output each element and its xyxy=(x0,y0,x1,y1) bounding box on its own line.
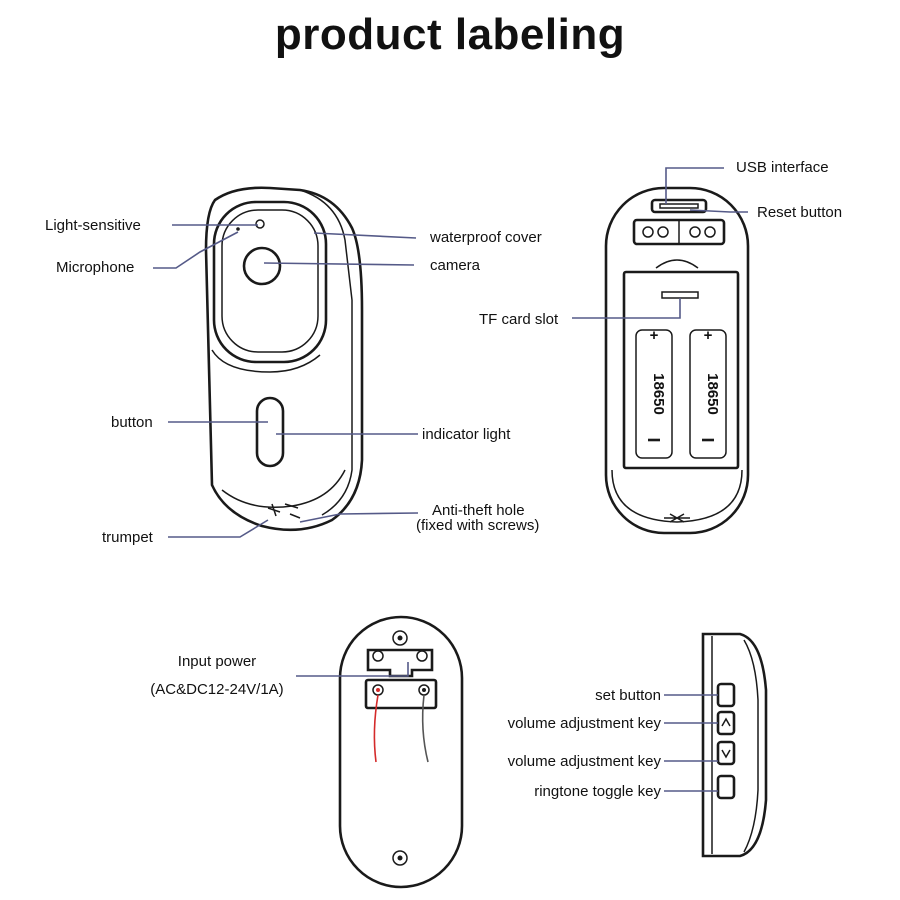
volume-up-arrow-icon xyxy=(721,717,731,727)
front-doorbell-body xyxy=(204,186,364,532)
back-view: + + 18650 18650 USB interface Reset butt… xyxy=(479,159,842,535)
side-volume-up-key xyxy=(716,710,736,736)
mount-screw-bottom xyxy=(392,850,408,866)
label-anti-theft-hole: Anti-theft hole xyxy=(432,502,525,519)
receiver-back-body xyxy=(338,615,464,889)
label-input-power-spec: (AC&DC12-24V/1A) xyxy=(150,681,283,698)
volume-down-arrow-icon xyxy=(721,749,731,759)
label-anti-theft-note: (fixed with screws) xyxy=(416,517,539,534)
label-waterproof-cover: waterproof cover xyxy=(429,229,542,246)
label-trumpet: trumpet xyxy=(102,529,154,546)
label-ringtone-toggle-key: ringtone toggle key xyxy=(534,783,661,800)
battery-plus-left: + xyxy=(650,327,659,344)
side-volume-down-key xyxy=(716,740,736,766)
camera-lens xyxy=(242,246,282,286)
label-indicator-light: indicator light xyxy=(422,426,511,443)
front-leader-lines xyxy=(153,224,419,538)
label-volume-up-key: volume adjustment key xyxy=(508,715,662,732)
receiver-side-body xyxy=(701,632,768,858)
battery-cell-right xyxy=(689,329,727,459)
back-bottom-edge xyxy=(611,469,743,523)
battery-hood xyxy=(655,259,699,269)
battery-marking-left: 18650 xyxy=(650,373,667,415)
back-screw-mark xyxy=(664,513,690,523)
receiver-back-view: Input power (AC&DC12-24V/1A) xyxy=(150,615,464,889)
label-set-button: set button xyxy=(595,687,661,704)
waterproof-cover-panel xyxy=(212,200,328,364)
label-volume-down-key: volume adjustment key xyxy=(508,753,662,770)
battery-cell-left xyxy=(635,329,673,459)
front-view: Light-sensitive Microphone waterproof co… xyxy=(45,186,542,546)
label-button: button xyxy=(111,414,153,431)
battery-plus-right: + xyxy=(704,327,713,344)
usb-port xyxy=(650,198,708,214)
doorbell-button xyxy=(255,396,285,468)
back-doorbell-body xyxy=(604,186,750,535)
label-microphone: Microphone xyxy=(56,259,134,276)
side-set-button xyxy=(716,682,736,708)
side-buttons xyxy=(716,682,736,800)
receiver-side-view: set button volume adjustment key volume … xyxy=(508,632,768,858)
receiver-back-leader-lines xyxy=(296,662,409,677)
power-wire-gray xyxy=(421,694,429,763)
label-camera: camera xyxy=(430,257,481,274)
reset-button-block xyxy=(632,218,726,246)
power-terminal-block xyxy=(364,648,438,710)
battery-compartment: + + 18650 18650 xyxy=(622,270,740,470)
microphone-hole xyxy=(236,227,240,231)
label-usb-interface: USB interface xyxy=(736,159,829,176)
label-tf-card-slot: TF card slot xyxy=(479,311,559,328)
page-title: product labeling xyxy=(274,10,626,59)
mount-screw-top xyxy=(392,630,408,646)
light-sensor-dot xyxy=(255,219,265,229)
power-wire-red xyxy=(373,694,379,763)
trumpet-speaker-holes xyxy=(267,503,301,519)
receiver-side-leader-lines xyxy=(664,694,718,792)
label-light-sensitive: Light-sensitive xyxy=(45,217,141,234)
label-input-power: Input power xyxy=(178,653,256,670)
label-reset-button: Reset button xyxy=(757,204,842,221)
battery-marking-right: 18650 xyxy=(704,373,721,415)
tf-card-slot xyxy=(661,291,699,299)
back-leader-lines xyxy=(572,167,748,319)
side-ringtone-key xyxy=(716,774,736,800)
